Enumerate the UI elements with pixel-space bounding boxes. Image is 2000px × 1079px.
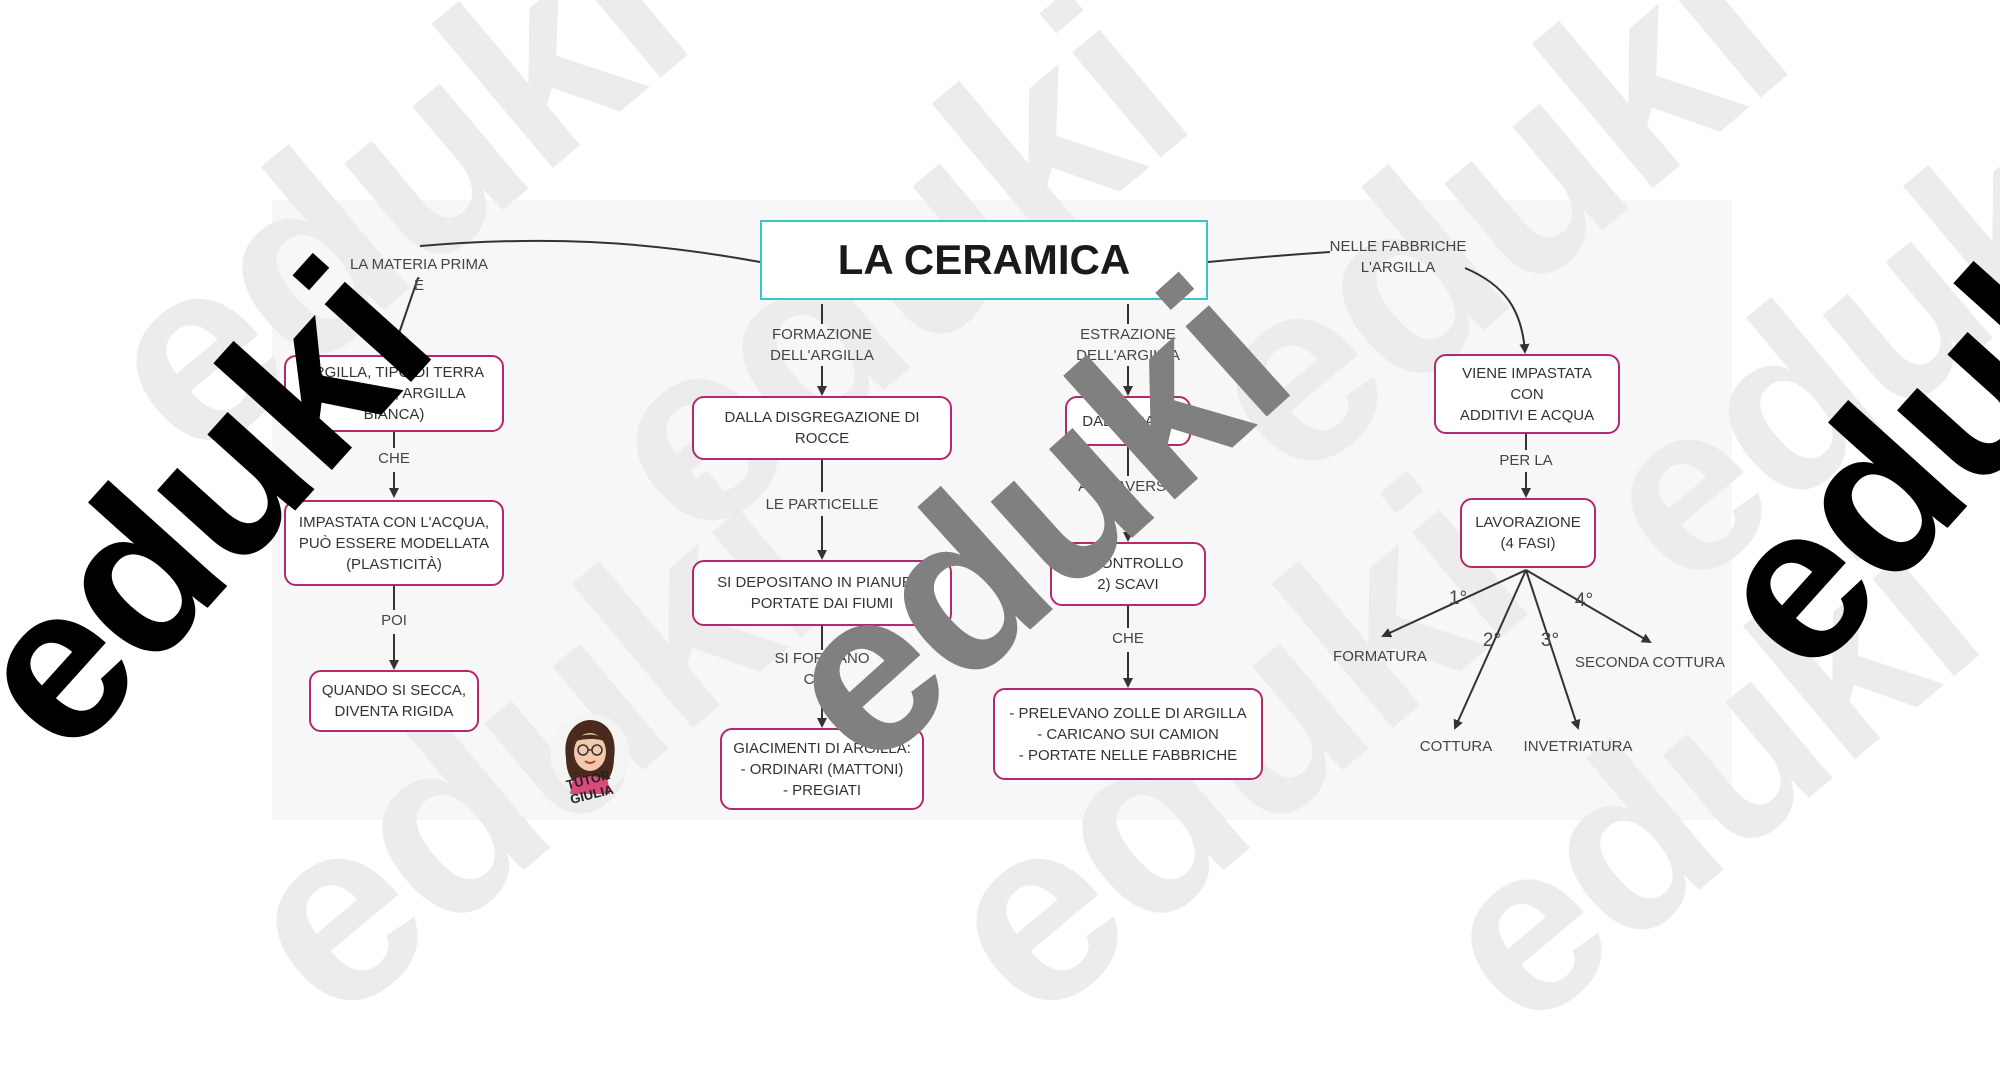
- node-cave: DALLE CAVE: [1065, 396, 1191, 446]
- node-impastata-additivi: VIENE IMPASTATA CON ADDITIVI E ACQUA: [1434, 354, 1620, 434]
- phase-order-3: 3°: [1540, 630, 1560, 651]
- connector: [419, 239, 761, 263]
- tutor-avatar-icon: [550, 714, 630, 794]
- connector: [1453, 569, 1527, 730]
- edge-label-formazione: FORMAZIONE DELL'ARGILLA: [770, 326, 874, 364]
- link-label-attraverso: ATTRAVERSO: [1078, 478, 1178, 495]
- connector: [1207, 251, 1331, 263]
- link-label-particelle: LE PARTICELLE: [765, 496, 879, 513]
- phase-name-cottura: COTTURA: [1419, 738, 1493, 755]
- node-secca-rigida: QUANDO SI SECCA, DIVENTA RIGIDA: [309, 670, 479, 732]
- node-argilla: ARGILLA, TIPO DI TERRA (CAOLINO, ARGILLA…: [284, 355, 504, 432]
- link-label-che: CHE: [378, 450, 410, 467]
- edge-label-estrazione: ESTRAZIONE DELL'ARGILLA: [1076, 326, 1180, 364]
- node-depositano: SI DEPOSITANO IN PIANURA, PORTATE DAI FI…: [692, 560, 952, 626]
- link-label-poi: POI: [381, 612, 407, 629]
- phase-name-seconda-cottura: SECONDA COTTURA: [1574, 654, 1726, 671]
- link-label-che-2: CHE: [1112, 630, 1144, 647]
- node-lavorazione: LAVORAZIONE (4 FASI): [1460, 498, 1596, 568]
- edge-label-materia: LA MATERIA PRIMA È: [349, 256, 489, 294]
- node-giacimenti: GIACIMENTI DI ARGILLA: - ORDINARI (MATTO…: [720, 728, 924, 810]
- edge-label-fabbriche: NELLE FABBRICHE L'ARGILLA: [1329, 238, 1467, 276]
- connector: [1381, 569, 1527, 638]
- connector: [1464, 267, 1530, 354]
- node-controllo-scavi: 1) CONTROLLO 2) SCAVI: [1050, 542, 1206, 606]
- phase-order-4: 4°: [1574, 590, 1594, 611]
- connector: [1525, 569, 1652, 644]
- node-impastata-acqua: IMPASTATA CON L'ACQUA, PUÒ ESSERE MODELL…: [284, 500, 504, 586]
- phase-name-formatura: FORMATURA: [1333, 648, 1427, 665]
- connector: [1525, 569, 1581, 730]
- connector-lines: [389, 239, 1652, 730]
- phase-order-2: 2°: [1482, 630, 1502, 651]
- phase-name-invetriatura: INVETRIATURA: [1523, 738, 1633, 755]
- node-prelevano: - PRELEVANO ZOLLE DI ARGILLA - CARICANO …: [993, 688, 1263, 780]
- diagram-title: LA CERAMICA: [760, 220, 1208, 300]
- link-label-si-formano: SI FORMANO COSÌ: [774, 650, 870, 688]
- connector: [392, 277, 419, 347]
- phase-order-1: 1°: [1448, 588, 1468, 609]
- node-disgregazione: DALLA DISGREGAZIONE DI ROCCE: [692, 396, 952, 460]
- link-label-per-la: PER LA: [1499, 452, 1553, 469]
